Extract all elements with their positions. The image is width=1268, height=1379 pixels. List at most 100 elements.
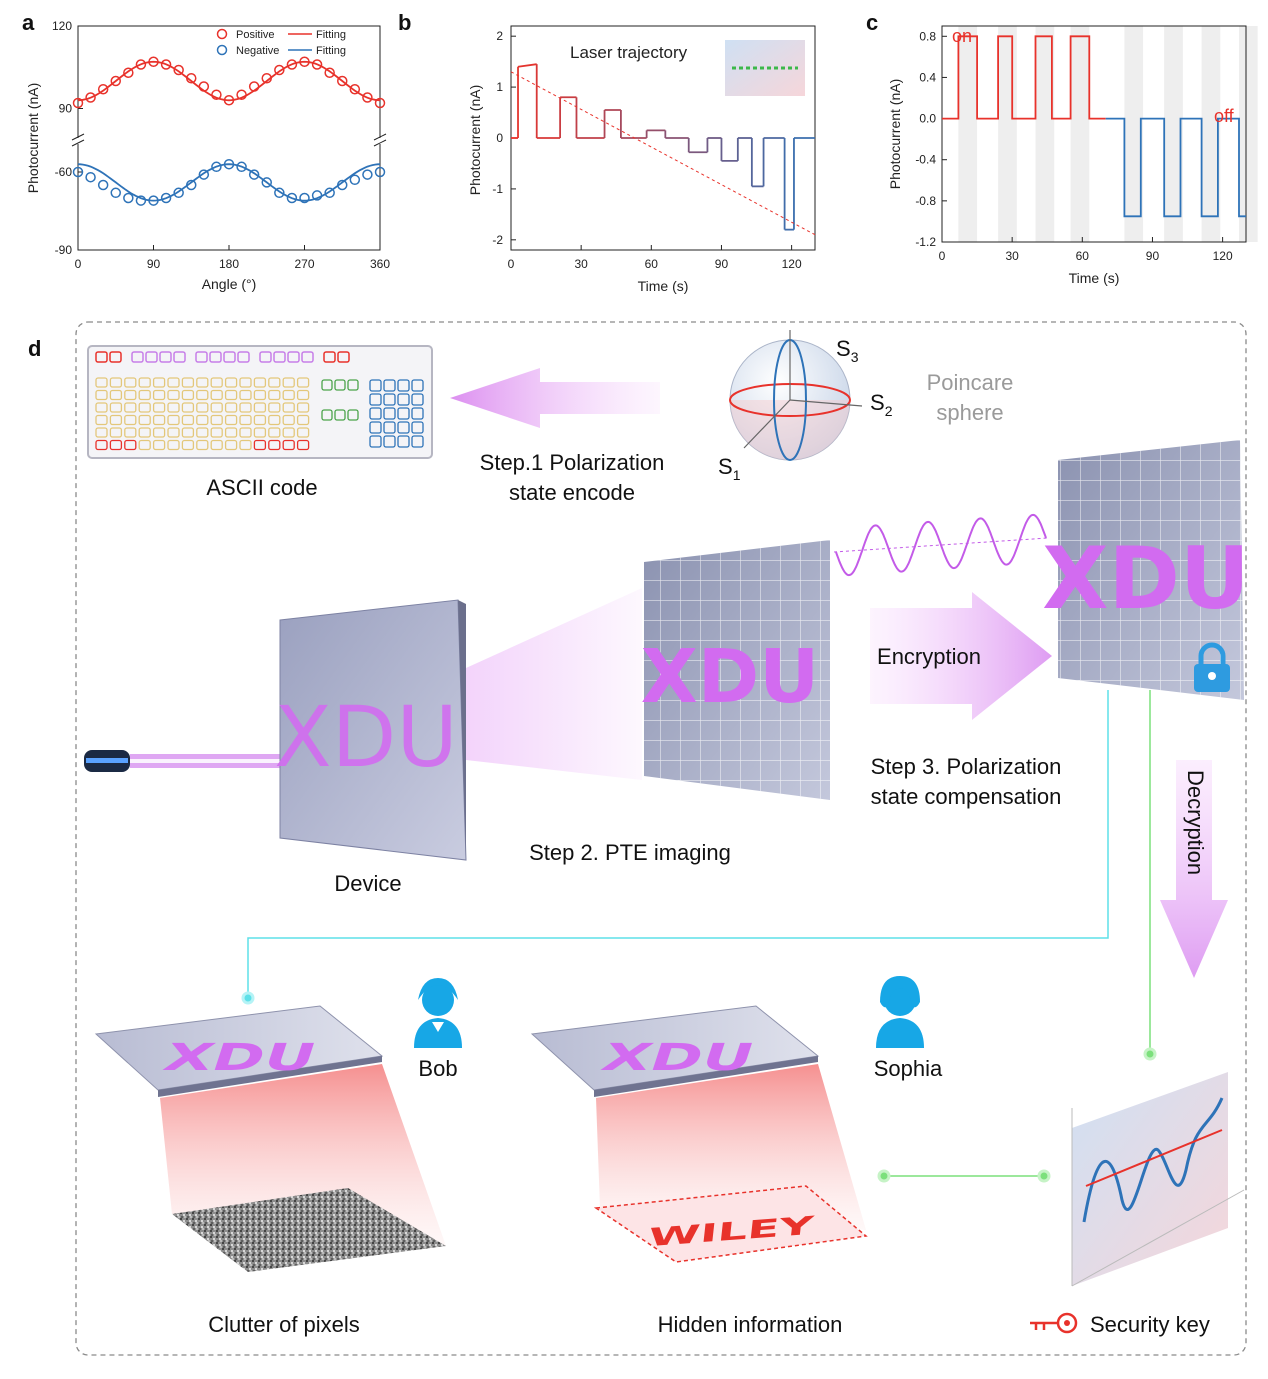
encode-arrow — [450, 368, 660, 428]
chart-c-on-band — [1035, 26, 1055, 242]
chart-a-xtick-label: 180 — [219, 257, 239, 271]
keyboard-key — [124, 377, 137, 388]
keyboard-key — [196, 439, 209, 451]
keyboard-key — [239, 427, 252, 438]
sophia-avatar-icon — [876, 976, 924, 1048]
decryption-arrow — [1160, 760, 1228, 978]
chart-a-fit-positive — [77, 60, 381, 102]
keyboard-key — [253, 402, 267, 413]
keyboard-key — [301, 351, 314, 363]
keyboard-key — [152, 377, 166, 388]
keyboard-key — [167, 439, 180, 451]
chart-b-ytick-label: -1 — [492, 182, 503, 196]
chart-a-point-positive — [362, 92, 373, 103]
chart-c-ytick-label: -0.4 — [915, 153, 936, 167]
keyboard-key — [268, 427, 281, 438]
keyboard-key — [411, 421, 424, 434]
chart-b-ylabel: Photocurrent (nA) — [467, 85, 483, 196]
chart-b-trend-dashed — [510, 71, 816, 236]
chart-a-legend-label: Fitting — [316, 29, 346, 41]
chart-c-on-label: on — [952, 26, 972, 46]
chart-a-point-positive — [85, 92, 96, 103]
keyboard-key — [181, 427, 195, 438]
chart-a-point-positive — [123, 67, 134, 78]
chart-b-ytick-label: 1 — [496, 80, 503, 94]
chart-c-frame — [941, 25, 1247, 243]
step3-line2: state compensation — [871, 784, 1062, 809]
chart-c-off-label: off — [1214, 106, 1235, 126]
laser-trajectory-inset — [725, 40, 805, 96]
keyboard-body — [87, 345, 433, 459]
panel-label-c: c — [866, 10, 878, 35]
keyboard-key — [210, 427, 223, 438]
chart-a-xlabel: Angle (°) — [202, 276, 257, 292]
chart-a-break-mark — [373, 133, 387, 141]
keyboard-key — [152, 439, 166, 451]
chart-c-xtick-label: 30 — [1005, 249, 1019, 263]
encrypted-xdu-text: XDU — [1042, 529, 1250, 629]
sophia-xdu-text: XDU — [596, 1036, 760, 1079]
chart-a-point-positive — [374, 97, 386, 109]
keyboard-key — [167, 427, 180, 438]
sophia-key-node-left — [877, 1169, 891, 1183]
keyboard-key — [282, 439, 295, 451]
chart-a-frame — [77, 25, 381, 251]
chart-b-xtick-label: 0 — [508, 257, 515, 271]
chart-a-xtick-label: 360 — [370, 257, 390, 271]
panel-label-d: d — [28, 336, 41, 361]
keyboard-key — [282, 389, 295, 401]
chart-a-point-positive — [211, 89, 222, 100]
chart-a-point-negative — [173, 187, 184, 199]
chart-a-point-negative — [349, 174, 361, 186]
s1-label: S1 — [718, 454, 741, 483]
keyboard-key — [167, 389, 180, 401]
sophia-key-node-right — [1037, 1169, 1051, 1183]
keyboard-key — [173, 351, 186, 363]
keyboard-key — [253, 427, 267, 438]
keyboard-key — [397, 407, 410, 420]
device-label: Device — [334, 871, 401, 896]
chart-c-on-band — [1201, 26, 1221, 242]
chart-a-point-positive — [311, 59, 323, 70]
chart-a-point-negative — [324, 187, 335, 199]
panel-d-frame — [75, 321, 1247, 1356]
keyboard-key — [138, 389, 151, 401]
keyboard-key — [369, 379, 382, 392]
chart-c-on-band — [1164, 26, 1183, 242]
sophia-label: Sophia — [874, 1056, 943, 1081]
keyboard-key — [196, 427, 209, 438]
keyboard-key — [397, 393, 410, 406]
panel-label-b: b — [398, 10, 411, 35]
chart-a-legend-label: Fitting — [316, 45, 346, 57]
chart-b-xtick-label: 120 — [782, 257, 802, 271]
keyboard-key — [224, 377, 238, 388]
keyboard-key — [124, 427, 137, 438]
keyboard-key — [253, 389, 267, 401]
keyboard-key — [95, 377, 108, 388]
keyboard-key — [181, 414, 195, 426]
chart-b-ytick-label: 2 — [496, 29, 503, 43]
chart-a-point-positive — [349, 84, 361, 95]
sphere-lower-half — [730, 400, 850, 460]
keyboard-key — [411, 379, 424, 392]
chart-b-trace-segment — [517, 63, 537, 68]
keyboard-key — [296, 377, 310, 388]
bob-connection-line — [247, 690, 1109, 996]
chart-b-ytick-label: -2 — [492, 233, 503, 247]
keyboard-key — [145, 351, 158, 363]
keyboard-key — [253, 414, 267, 426]
chart-c-ytick-label: -1.2 — [915, 235, 936, 249]
step1-line2: state encode — [509, 480, 635, 505]
chart-a-axis-break-left — [72, 138, 84, 144]
chart-a-point-positive — [324, 67, 335, 78]
chart-c-ytick-label: -0.8 — [915, 194, 936, 208]
keyboard-key — [152, 389, 166, 401]
chart-c-xlabel: Time (s) — [1069, 270, 1120, 286]
bob-avatar-icon — [414, 978, 462, 1048]
keyboard-key — [152, 427, 166, 438]
keyboard-key — [268, 402, 281, 413]
keyboard-key — [383, 421, 396, 434]
inset-background — [725, 40, 805, 96]
